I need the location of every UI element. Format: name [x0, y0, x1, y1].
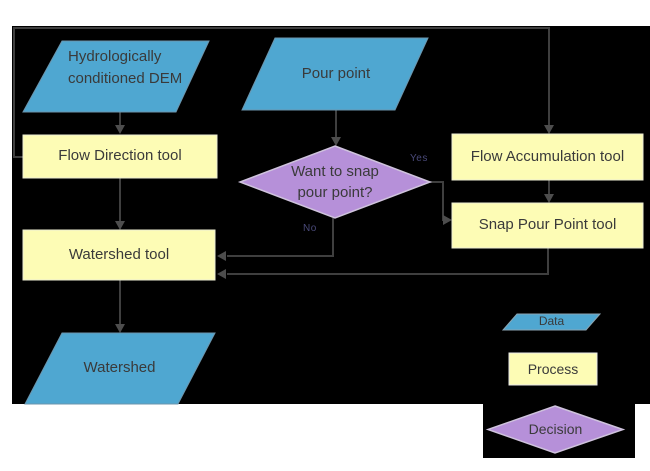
edge-label-yes: Yes — [410, 153, 428, 164]
node-snap-pour-point-label: Snap Pour Point tool — [478, 216, 617, 234]
legend-data-shape — [501, 313, 602, 331]
legend-data-label: Data — [538, 314, 565, 329]
legend-process-label: Process — [527, 360, 579, 377]
arrowhead-into-decision — [331, 137, 341, 146]
node-watershed-tool-shape — [22, 229, 216, 281]
node-dem-shape — [22, 40, 210, 113]
node-pour-point-label: Pour point — [301, 64, 371, 82]
arrowhead-into-flow-direction — [115, 125, 125, 134]
edge-flow-direction-to-flow-accumulation — [13, 27, 550, 158]
node-flow-direction-shape — [22, 134, 218, 179]
node-pour-point-shape — [241, 37, 429, 111]
arrowhead-into-watershed-tool-right-lower — [217, 269, 226, 279]
node-watershed-shape — [24, 332, 216, 405]
node-dem-label: Hydrologically conditioned DEM — [68, 48, 183, 87]
node-watershed-tool-label: Watershed tool — [68, 245, 170, 263]
legend-decision-shape — [485, 405, 626, 454]
edge-decision-no-to-watershed-tool — [227, 218, 334, 257]
arrowhead-into-watershed-tool-top — [115, 221, 125, 230]
edge-label-no: No — [303, 223, 317, 234]
node-snap-pour-point-shape — [451, 202, 644, 249]
arrowhead-into-watershed-tool-right-upper — [217, 251, 226, 261]
node-flow-accumulation-label: Flow Accumulation tool — [470, 147, 625, 165]
arrowhead-into-flow-accumulation — [544, 125, 554, 134]
edge-snap-to-watershed-tool — [227, 248, 549, 275]
node-flow-direction-label: Flow Direction tool — [58, 147, 182, 165]
node-decision-shape — [237, 145, 433, 219]
node-decision-label: Want to snap pour point? — [291, 163, 379, 201]
legend-decision-label: Decision — [528, 421, 583, 438]
node-flow-accumulation-shape — [451, 133, 644, 181]
node-watershed-label: Watershed — [83, 359, 156, 377]
arrowhead-into-snap-top — [544, 194, 554, 203]
arrowhead-into-watershed — [115, 324, 125, 333]
legend-process-shape — [508, 352, 598, 386]
arrowhead-into-snap-left — [443, 215, 452, 225]
